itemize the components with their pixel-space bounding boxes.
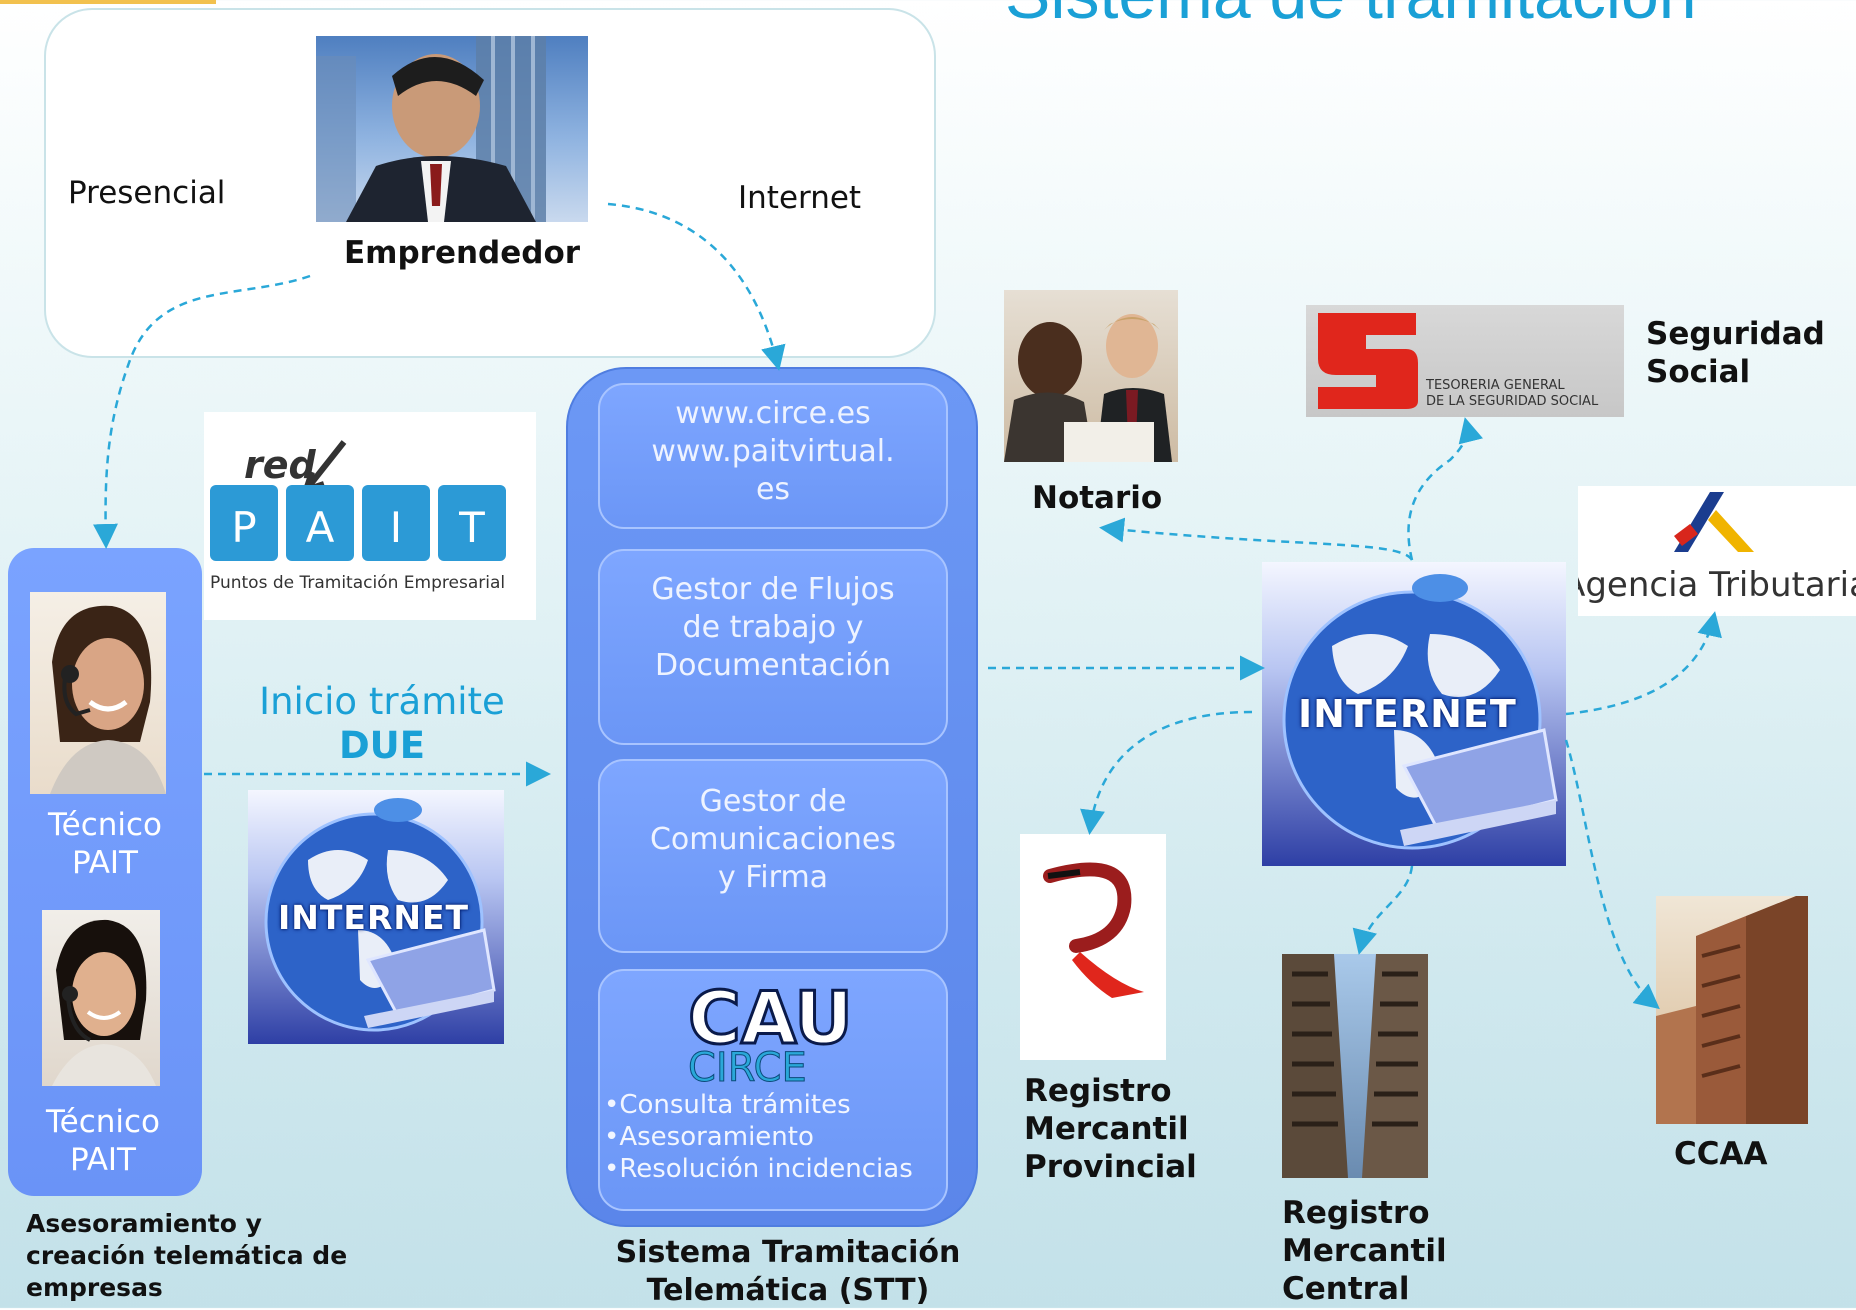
entrepreneur-photo bbox=[316, 36, 588, 222]
ccaa-label: CCAA bbox=[1674, 1136, 1768, 1172]
tecnico-2-line2: PAIT bbox=[70, 1142, 136, 1178]
internet-large-label: INTERNET bbox=[1298, 692, 1517, 736]
gestor-com-line3: y Firma bbox=[717, 860, 829, 895]
presencial-label: Presencial bbox=[68, 175, 226, 211]
agencia-text: Agencia Tributaria bbox=[1578, 565, 1856, 605]
asesoramiento-line2: creación telemática de bbox=[26, 1241, 348, 1270]
cau-item-resolucion: •Resolución incidencias bbox=[604, 1154, 913, 1184]
cau-circe-logo: CAU CIRCE bbox=[687, 975, 855, 1090]
rmp-line3: Provincial bbox=[1024, 1149, 1197, 1185]
gestor-comunicaciones-cell: Gestor de Comunicaciones y Firma bbox=[598, 759, 948, 953]
cau-item-asesoramiento: •Asesoramiento bbox=[604, 1122, 814, 1152]
tecnico-photo-1 bbox=[30, 592, 166, 794]
asesoramiento-caption: Asesoramiento y creación telemática de e… bbox=[26, 1208, 347, 1304]
arrow-emprendedor-tecnico bbox=[92, 274, 311, 549]
gestor-flujos-cell: Gestor de Flujos de trabajo y Documentac… bbox=[598, 549, 948, 745]
rmc-line2: Mercantil bbox=[1282, 1233, 1447, 1269]
pait-letter-a: A bbox=[306, 503, 335, 552]
web-paitvirtual-2: es bbox=[755, 472, 791, 507]
gestor-flujos-line2: de trabajo y bbox=[682, 610, 864, 645]
notario-photo bbox=[1004, 290, 1178, 462]
stt-caption-line2: Telemática (STT) bbox=[646, 1273, 930, 1308]
tgss-line2: DE LA SEGURIDAD SOCIAL bbox=[1426, 394, 1599, 409]
inicio-tramite-label: Inicio trámite DUE bbox=[226, 680, 538, 768]
web-circe: www.circe.es bbox=[675, 396, 871, 431]
tecnico-2-line1: Técnico bbox=[45, 1104, 161, 1140]
red-pait-red-text: red bbox=[244, 443, 317, 487]
arrow-internet-rmp bbox=[1080, 710, 1253, 835]
websites-cell: www.circe.es www.paitvirtual. es bbox=[598, 383, 948, 529]
pait-caption: Puntos de Tramitación Empresarial bbox=[210, 573, 505, 593]
stt-caption: Sistema Tramitación Telemática (STT) bbox=[568, 1234, 1008, 1310]
cau-title: CAU bbox=[688, 976, 853, 1060]
rmc-label: Registro Mercantil Central bbox=[1282, 1194, 1447, 1308]
pait-letter-i: I bbox=[390, 503, 402, 552]
seguridad-line2: Social bbox=[1646, 354, 1751, 390]
gestor-flujos-line1: Gestor de Flujos bbox=[651, 572, 895, 607]
cau-item-consulta: •Consulta trámites bbox=[604, 1090, 851, 1120]
rmp-line1: Registro bbox=[1024, 1073, 1172, 1109]
arrow-internet-rmc bbox=[1352, 865, 1414, 955]
rmp-logo bbox=[1020, 834, 1166, 1060]
gestor-flujos-line3: Documentación bbox=[654, 648, 891, 683]
tecnico-photo-2 bbox=[42, 910, 160, 1086]
stt-panel: www.circe.es www.paitvirtual. es Gestor … bbox=[566, 367, 978, 1227]
rmp-line2: Mercantil bbox=[1024, 1111, 1189, 1147]
agencia-tributaria-logo: Agencia Tributaria bbox=[1562, 486, 1856, 616]
seguridad-line1: Seguridad bbox=[1646, 316, 1825, 352]
tecnico-1-label: Técnico PAIT bbox=[8, 806, 202, 882]
arrow-internet-notario bbox=[1099, 517, 1414, 561]
internet-label: Internet bbox=[738, 180, 862, 216]
tecnico-2-label: Técnico PAIT bbox=[6, 1103, 200, 1179]
asesoramiento-line3: empresas bbox=[26, 1273, 163, 1302]
cau-cell: CAU CIRCE •Consulta trámites •Asesoramie… bbox=[598, 969, 948, 1211]
notario-label: Notario bbox=[1032, 480, 1163, 516]
rmc-line1: Registro bbox=[1282, 1195, 1430, 1231]
seguridad-social-label: Seguridad Social bbox=[1646, 315, 1825, 391]
tecnico-1-line1: Técnico bbox=[47, 807, 163, 843]
gestor-com-line2: Comunicaciones bbox=[649, 822, 897, 857]
arrow-internet-seguridad bbox=[1407, 417, 1483, 561]
arrow-emprendedor-stt bbox=[607, 202, 786, 371]
tgss-logo: TESORERIA GENERAL DE LA SEGURIDAD SOCIAL bbox=[1306, 305, 1624, 417]
rmp-label: Registro Mercantil Provincial bbox=[1024, 1072, 1197, 1186]
rmc-photo bbox=[1282, 954, 1428, 1178]
stt-caption-line1: Sistema Tramitación bbox=[615, 1235, 961, 1270]
internet-small-label: INTERNET bbox=[278, 898, 470, 937]
corner-accent bbox=[0, 0, 216, 4]
internet-globe-small: INTERNET bbox=[248, 790, 504, 1044]
tgss-line1: TESORERIA GENERAL bbox=[1425, 378, 1565, 393]
tecnico-1-line2: PAIT bbox=[72, 845, 138, 881]
ccaa-photo bbox=[1656, 896, 1808, 1124]
arrow-internet-agencia bbox=[1565, 611, 1722, 716]
inicio-line1: Inicio trámite bbox=[259, 680, 505, 723]
asesoramiento-line1: Asesoramiento y bbox=[26, 1209, 262, 1238]
internet-globe-large: INTERNET bbox=[1262, 562, 1566, 866]
inicio-line2: DUE bbox=[338, 724, 426, 767]
pait-letter-t: T bbox=[458, 503, 485, 552]
pait-letter-p: P bbox=[231, 503, 256, 552]
arrow-internet-ccaa bbox=[1564, 739, 1660, 1010]
emprendedor-label: Emprendedor bbox=[344, 235, 581, 271]
web-paitvirtual-1: www.paitvirtual. bbox=[651, 434, 895, 469]
page-title: Sistema de tramitación bbox=[1005, 0, 1697, 34]
gestor-com-line1: Gestor de bbox=[699, 784, 847, 819]
red-pait-logo: red P A I T Puntos de Tramitación Empres… bbox=[204, 412, 536, 620]
cau-sub: CIRCE bbox=[688, 1045, 807, 1089]
rmc-line3: Central bbox=[1282, 1271, 1410, 1307]
